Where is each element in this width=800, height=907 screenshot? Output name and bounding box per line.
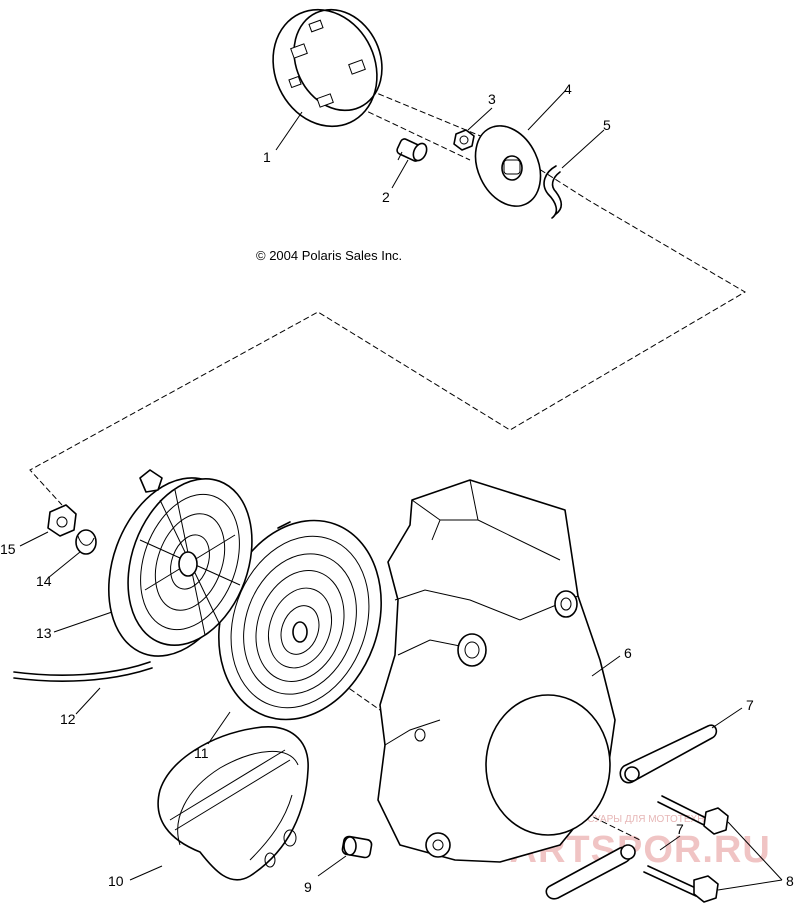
part-10-handle [157,726,309,881]
part-6-recoil-housing [377,479,616,863]
callout-1: 1 [263,149,271,165]
watermark-tagline: ЗАПЧАСТИ И АКСЕССУАРЫ ДЛЯ МОТОТЕХНИКИ [488,814,725,825]
part-7-straps [545,724,718,900]
part-1-flywheel-cup [272,8,383,128]
callout-6: 6 [624,645,632,661]
part-13-reel [107,469,253,657]
part-5-clip [543,165,563,219]
callout-11: 11 [194,745,209,761]
callout-12: 12 [60,711,76,727]
assembly-dash-line [29,79,746,506]
assembly-dash-line-2 [359,107,471,161]
callout-7-upper: 7 [746,697,754,713]
callout-labels: 1 2 3 4 5 6 7 7 8 9 10 11 12 13 14 15 [0,81,794,895]
callout-14: 14 [36,573,52,589]
callout-13: 13 [36,625,52,641]
callout-10: 10 [108,873,124,889]
callout-3: 3 [488,91,496,107]
callout-15: 15 [0,541,16,557]
callout-4: 4 [564,81,572,97]
part-4-pulley-plate [474,125,542,207]
part-11-recoil-spring [218,519,382,721]
part-2-bolt [396,138,428,162]
copyright-notice: © 2004 Polaris Sales Inc. [256,248,402,263]
part-14-spring [75,529,97,555]
callout-7-lower: 7 [676,821,684,837]
part-15-ratchet [47,504,77,537]
part-12-rope [13,661,153,682]
part-8-bolts [643,795,729,903]
callout-9: 9 [304,879,312,895]
part-9-grommet [341,835,373,859]
callout-2: 2 [382,189,390,205]
part-3-nut [453,129,475,151]
leader-lines [19,89,783,891]
callout-5: 5 [603,117,611,133]
callout-8: 8 [786,873,794,889]
